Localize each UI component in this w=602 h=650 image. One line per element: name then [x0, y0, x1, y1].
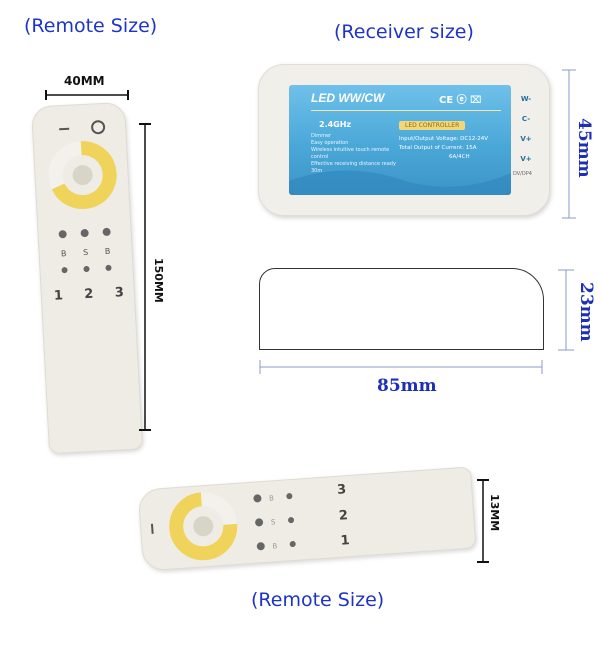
- small-label-2: S: [83, 248, 89, 257]
- receiver-height-arrow: [562, 69, 576, 219]
- color-temperature-touch-ring-2: [169, 492, 238, 561]
- feature-1: Dimmer: [311, 133, 332, 139]
- small-label-h2: S: [271, 518, 277, 526]
- receiver-bottom-code: DV/DP4: [513, 171, 532, 177]
- receiver-side-view: [259, 268, 544, 350]
- spec-channel: 6A/4CH: [449, 154, 470, 160]
- receiver-thickness-arrow: [558, 269, 574, 351]
- feature-3: Wireless intuitive touch remote control: [311, 147, 390, 160]
- spec-current: Total Output of Current: 15A: [399, 145, 477, 151]
- receiver-frequency: 2.4GHz: [319, 120, 352, 129]
- small-label-3: B: [105, 247, 111, 256]
- remote-width-label: 40MM: [64, 74, 105, 88]
- zone-3-button-2[interactable]: 3: [336, 482, 347, 498]
- label-wave-decoration: [289, 170, 511, 195]
- remote-small-buttons-2: B S B: [253, 493, 296, 550]
- zone-2-button-2[interactable]: 2: [338, 507, 349, 524]
- remote-size-heading-bottom: (Remote Size): [251, 589, 385, 611]
- feature-2: Easy operation: [311, 140, 349, 146]
- remote-length-label: 150MM: [152, 258, 165, 303]
- led-controller-badge: LED CONTROLLER: [399, 121, 466, 130]
- receiver-height-label: 45mm: [574, 118, 594, 178]
- remote-size-heading-top: (Remote Size): [24, 15, 158, 37]
- receiver-title: LED WW/CW: [311, 91, 385, 105]
- ce-mark-icon: CE ⓔ ⌧: [439, 95, 482, 106]
- receiver-length-arrow: [259, 360, 543, 374]
- zone-1-button[interactable]: 1: [53, 288, 64, 304]
- terminal-c-minus: C-: [521, 115, 531, 123]
- spec-voltage: Input/Output Voltage: DC12-24V: [399, 136, 488, 142]
- remote-width-arrow: [45, 90, 129, 100]
- power-off-icon-2: [150, 523, 154, 534]
- small-label-1: B: [61, 249, 67, 258]
- receiver-thickness-label: 23mm: [576, 282, 596, 342]
- remote-thickness-arrow: [477, 479, 489, 563]
- zone-3-button[interactable]: 3: [114, 285, 125, 301]
- remote-width-dimension: 40MM: [44, 74, 130, 100]
- remote-length-arrow: [139, 123, 151, 431]
- remote-small-buttons: B S B: [58, 227, 112, 274]
- receiver-label-sticker: LED WW/CW CE ⓔ ⌧ 2.4GHz LED CONTROLLER D…: [289, 85, 511, 195]
- terminal-w-minus: W-: [520, 95, 532, 103]
- remote-control-vertical: B S B 1 2 3: [30, 101, 144, 455]
- receiver-length-label: 85mm: [377, 376, 437, 396]
- remote-control-horizontal: B S B 3 2 1: [137, 466, 477, 572]
- feature-4: Effective receiving distance ready 30m: [311, 161, 396, 174]
- receiver-top-view: LED WW/CW CE ⓔ ⌧ 2.4GHz LED CONTROLLER D…: [258, 64, 550, 216]
- power-on-icon: [90, 119, 106, 135]
- color-temperature-touch-ring: [48, 141, 117, 210]
- zone-1-button-2[interactable]: 1: [340, 533, 351, 549]
- small-label-h3: B: [272, 542, 278, 550]
- terminal-v-plus-2: V+: [520, 155, 532, 163]
- terminal-v-plus-1: V+: [520, 135, 532, 143]
- zone-2-button[interactable]: 2: [83, 286, 94, 303]
- power-off-icon: [59, 127, 70, 131]
- small-label-h1: B: [269, 494, 275, 502]
- remote-thickness-label: 13MM: [488, 494, 501, 532]
- receiver-size-heading: (Receiver size): [334, 21, 474, 43]
